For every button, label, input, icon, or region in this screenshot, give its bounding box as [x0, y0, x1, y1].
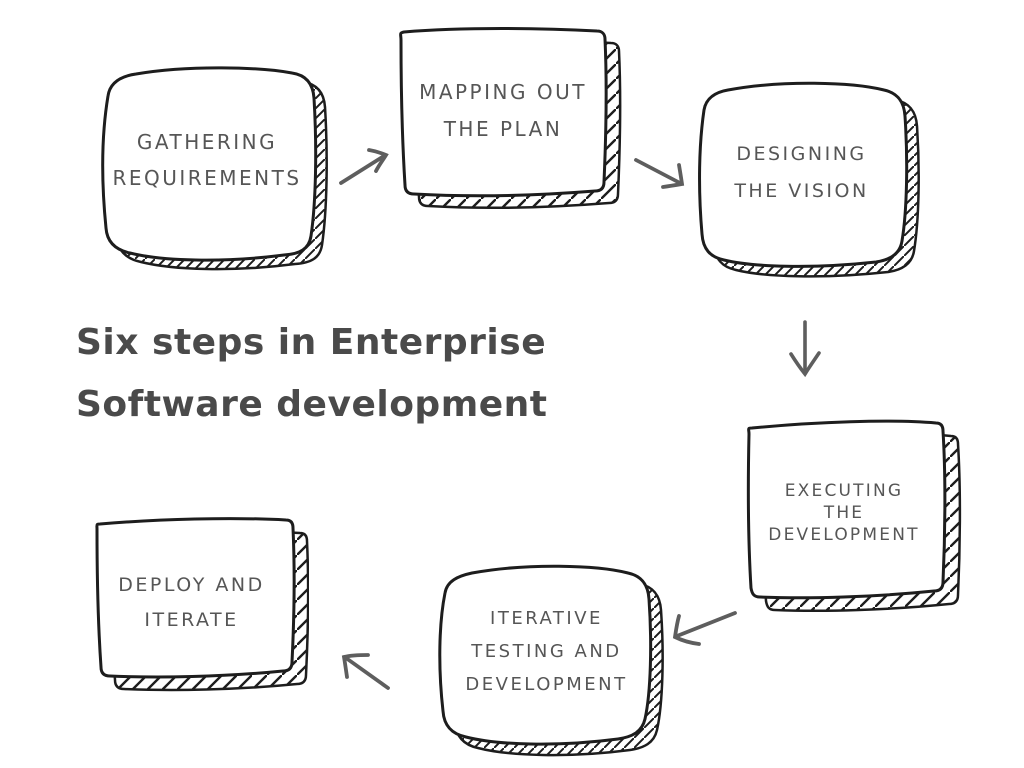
- step-box-gathering-requirements: GATHERING REQUIREMENTS: [94, 60, 334, 272]
- sketch-box-shape: [746, 419, 962, 612]
- sketch-box-shape: [438, 564, 664, 757]
- step-label-iterative-testing-and-development: ITERATIVE TESTING AND DEVELOPMENT: [465, 607, 628, 695]
- step-label-designing-the-vision: DESIGNING THE VISION: [734, 142, 869, 202]
- sketch-box-shape: [95, 517, 309, 692]
- step-label-executing-the-development: EXECUTING THE DEVELOPMENT: [768, 481, 920, 545]
- step-box-designing-the-vision: DESIGNING THE VISION: [692, 76, 925, 281]
- arrow-step3-to-step4: [786, 316, 824, 380]
- sketch-box-shape: [399, 27, 622, 209]
- step-box-iterative-testing-and-development: ITERATIVE TESTING AND DEVELOPMENT: [432, 557, 675, 757]
- step-label-gathering-requirements: GATHERING REQUIREMENTS: [112, 130, 302, 190]
- step-box-executing-the-development: EXECUTING THE DEVELOPMENT: [740, 414, 962, 624]
- arrow-step2-to-step3: [628, 146, 690, 192]
- step-box-mapping-out-the-plan: MAPPING OUT THE PLAN: [392, 22, 628, 212]
- sketch-box-shape: [101, 66, 328, 271]
- arrow-step5-to-step6: [334, 646, 396, 696]
- arrow-step1-to-step2: [333, 144, 393, 188]
- step-label-mapping-out-the-plan: MAPPING OUT THE PLAN: [419, 80, 587, 141]
- step-box-deploy-and-iterate: DEPLOY AND ITERATE: [88, 512, 309, 705]
- sketch-box-shape: [698, 81, 920, 278]
- arrow-step4-to-step5: [663, 598, 741, 650]
- step-label-deploy-and-iterate: DEPLOY AND ITERATE: [118, 573, 265, 631]
- diagram-title: Six steps in Enterprise Software develop…: [76, 322, 548, 425]
